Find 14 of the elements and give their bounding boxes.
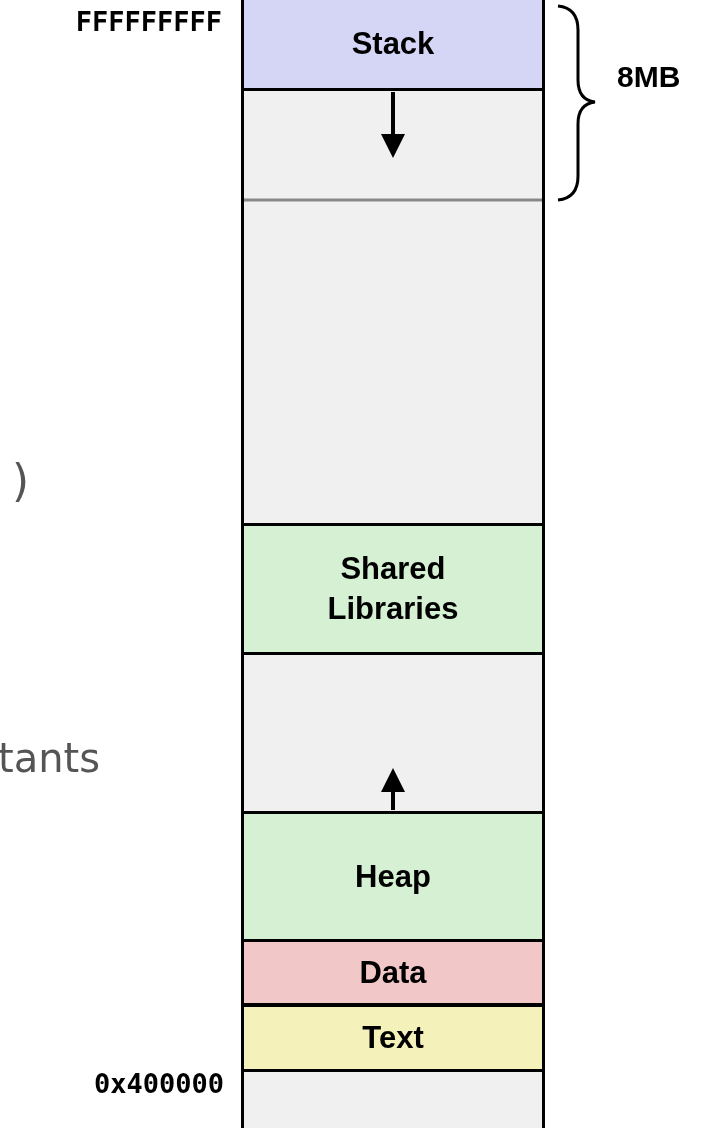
address-label: FFFFFFFFF: [75, 6, 222, 37]
address-label: 0x400000: [93, 1068, 224, 1099]
cut-off-text: ): [8, 455, 35, 506]
segment-label: Shared Libraries: [326, 550, 460, 628]
size-label: 8MB: [617, 60, 681, 94]
memory-segment: [241, 1004, 545, 1072]
segment-label: Stack: [350, 25, 436, 63]
memory-segment: [241, 523, 545, 655]
segment-label: Data: [358, 953, 428, 992]
memory-segment: [241, 811, 545, 942]
memory-segment: [241, 0, 545, 91]
segment-label: Text: [361, 1019, 425, 1057]
segment-label: Heap: [354, 857, 432, 896]
memory-segment: [241, 939, 545, 1006]
